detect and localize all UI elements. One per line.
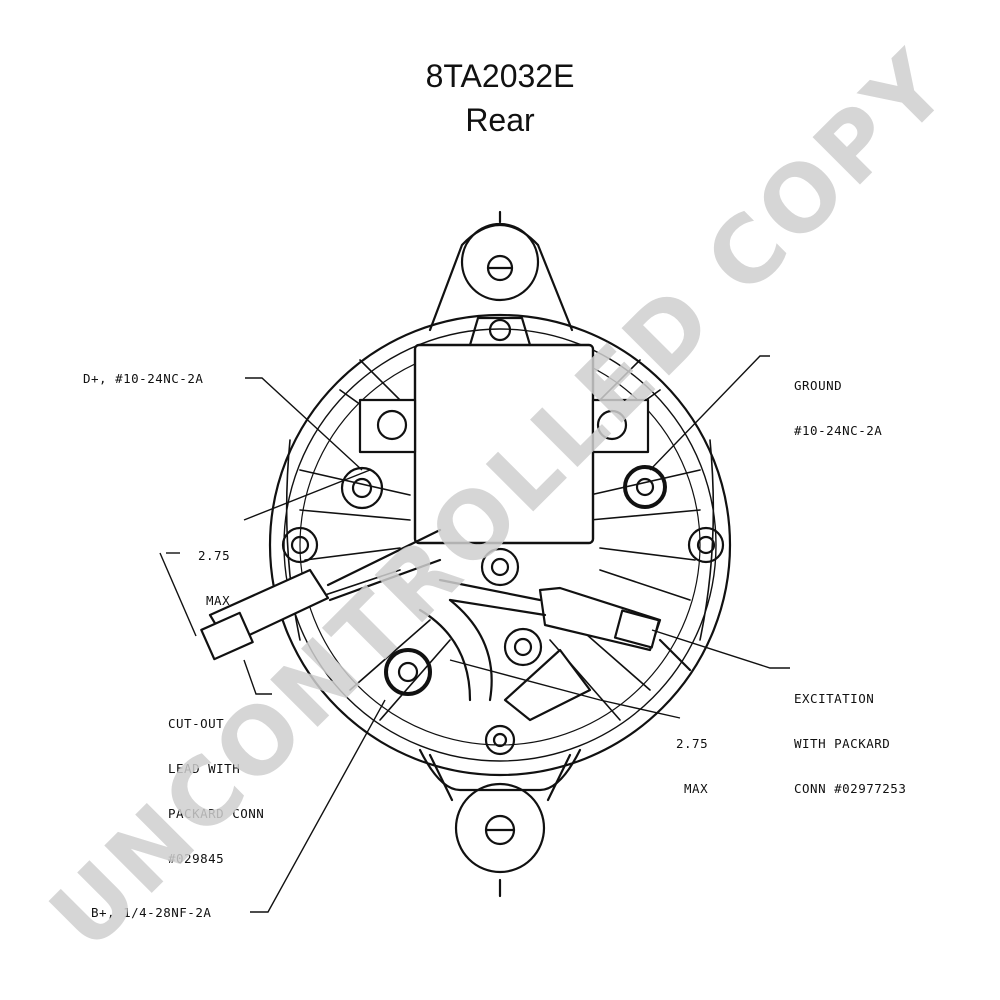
- b-plus-terminal: [384, 648, 432, 696]
- mount-bolt-right: [687, 526, 725, 564]
- ground-callout: GROUND #10-24NC-2A: [794, 348, 882, 453]
- dimension-right-max: MAX: [684, 781, 709, 796]
- excitation-line2: WITH PACKARD: [794, 736, 891, 751]
- ground-callout-line2: #10-24NC-2A: [794, 423, 883, 438]
- d-plus-callout: D+, #10-24NC-2A: [83, 371, 204, 386]
- dimension-left-callout: 2.75 MAX: [198, 518, 230, 623]
- ground-callout-line1: GROUND: [794, 378, 843, 393]
- dimension-right-value: 2.75: [676, 736, 709, 751]
- housing-outline: [268, 313, 732, 777]
- excitation-line1: EXCITATION: [794, 691, 875, 706]
- excitation-line3: CONN #02977253: [794, 781, 907, 796]
- ground-terminal: [623, 465, 667, 509]
- page-subtitle: Rear: [465, 102, 535, 138]
- lower-bolt: [503, 627, 543, 667]
- cut-out-callout: CUT-OUT LEAD WITH PACKARD CONN #029845: [168, 686, 264, 881]
- dimension-left-value: 2.75: [198, 548, 231, 563]
- center-bolt: [480, 547, 520, 587]
- dimension-left-max: MAX: [206, 593, 231, 608]
- b-plus-callout: B+, 1/4-28NF-2A: [91, 905, 212, 920]
- page-title: 8TA2032E: [425, 58, 575, 94]
- mount-bolt-left: [281, 526, 319, 564]
- dimension-right-callout: 2.75 MAX: [676, 706, 708, 811]
- d-plus-terminal: [340, 466, 384, 510]
- bottom-mounting-ear: [418, 748, 582, 792]
- leader-lines: [159, 355, 790, 913]
- cut-out-line4: #029845: [168, 851, 225, 866]
- bottom-bolt: [484, 724, 516, 756]
- cut-out-connector: [200, 528, 442, 661]
- cut-out-line3: PACKARD CONN: [168, 806, 265, 821]
- cut-out-line1: CUT-OUT: [168, 716, 225, 731]
- excitation-callout: EXCITATION WITH PACKARD CONN #02977253: [794, 661, 906, 811]
- cut-out-line2: LEAD WITH: [168, 761, 241, 776]
- regulator-block: [413, 343, 595, 545]
- excitation-connector: [438, 578, 692, 672]
